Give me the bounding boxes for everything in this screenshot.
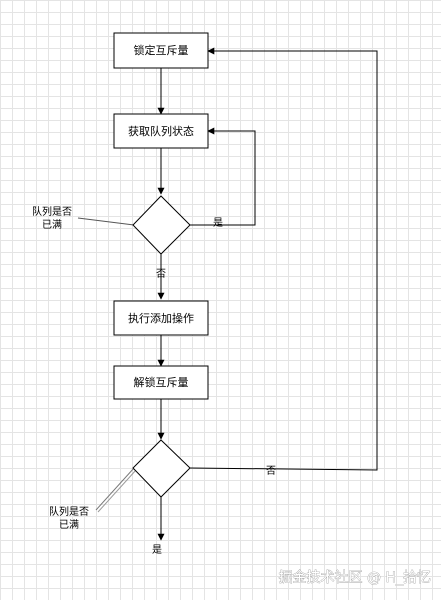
note-queue-full-1-line1: 队列是否 — [32, 205, 72, 218]
edge-label-yes-1: 是 — [213, 217, 223, 229]
edge-label-no-2: 否 — [266, 465, 276, 477]
label-unlock-mutex: 解锁互斥量 — [134, 375, 189, 389]
label-do-add: 执行添加操作 — [128, 311, 194, 325]
process-lock-mutex — [113, 32, 209, 69]
note-line-1 — [77, 217, 135, 226]
edge-decision2-no-loop — [189, 47, 378, 471]
edge-label-yes-2: 是 — [152, 544, 162, 556]
label-get-queue-state: 获取队列状态 — [128, 124, 194, 138]
note-line-2b — [97, 469, 137, 513]
process-unlock-mutex — [113, 365, 209, 400]
process-get-queue-state — [113, 113, 209, 149]
edge-label-no-1: 否 — [156, 268, 166, 280]
note-queue-full-2-line1: 队列是否 — [49, 505, 89, 518]
note-queue-full-1-line2: 已满 — [42, 219, 62, 231]
process-do-add — [113, 300, 209, 336]
label-lock-mutex: 锁定互斥量 — [134, 43, 189, 57]
decision-queue-full-2 — [132, 439, 191, 498]
watermark-text: 掘金技术社区 @ H_拾忆 — [279, 570, 431, 586]
decision-queue-full-1 — [132, 195, 191, 255]
edge-decision1-yes-loop — [190, 127, 256, 226]
note-queue-full-2-line2: 已满 — [59, 519, 79, 531]
note-line-2a — [95, 467, 135, 511]
